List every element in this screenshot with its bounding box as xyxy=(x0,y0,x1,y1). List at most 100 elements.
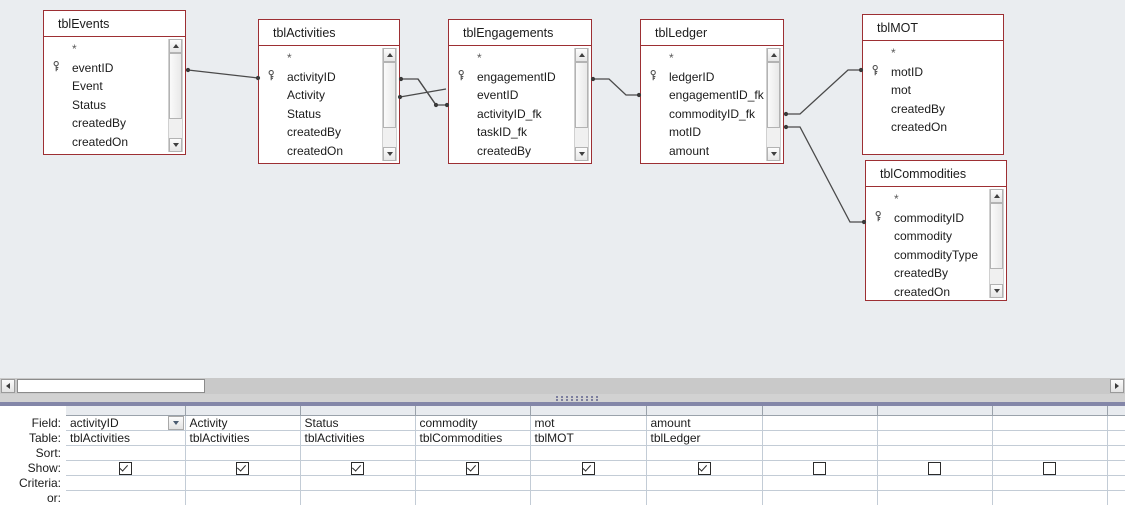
scroll-up-button[interactable] xyxy=(990,189,1003,203)
table-cell[interactable] xyxy=(992,430,1108,446)
field-row[interactable]: * xyxy=(449,49,572,68)
field-cell[interactable]: amount xyxy=(646,415,763,431)
field-row[interactable]: motID xyxy=(641,123,764,142)
field-row[interactable]: commodityType xyxy=(866,246,987,265)
scroll-up-button[interactable] xyxy=(383,48,396,62)
show-checkbox-cell[interactable] xyxy=(762,460,878,476)
field-cell[interactable] xyxy=(877,415,993,431)
show-checkbox[interactable] xyxy=(697,461,711,475)
field-list-scrollbar[interactable] xyxy=(766,48,781,161)
grid-column-selector[interactable] xyxy=(185,406,301,416)
table-cell[interactable]: tblActivities xyxy=(300,430,416,446)
field-row[interactable]: createdOn xyxy=(866,283,987,301)
join-events-engagements[interactable] xyxy=(187,69,259,79)
criteria-cell[interactable] xyxy=(185,475,301,491)
field-row[interactable]: Status xyxy=(44,96,166,115)
field-row[interactable]: engagementID xyxy=(449,68,572,87)
field-row[interactable]: createdBy xyxy=(44,114,166,133)
join-ledger-mot[interactable] xyxy=(786,69,861,115)
field-row[interactable]: amount xyxy=(641,142,764,161)
grid-column-selector[interactable] xyxy=(1107,406,1125,416)
field-row[interactable]: commodityID xyxy=(866,209,987,228)
field-row[interactable]: createdBy xyxy=(449,142,572,161)
join-activities-engagements-2[interactable] xyxy=(399,78,447,106)
table-cell[interactable]: tblMOT xyxy=(530,430,647,446)
criteria-cell[interactable] xyxy=(300,475,416,491)
vertical-scrollbar-thumb[interactable] xyxy=(990,203,1003,269)
scroll-up-button[interactable] xyxy=(575,48,588,62)
show-checkbox-cell[interactable] xyxy=(66,460,186,476)
field-row[interactable]: createdBy xyxy=(863,100,1003,119)
field-cell[interactable]: Activity xyxy=(185,415,301,431)
field-row[interactable]: createdOn xyxy=(259,142,380,161)
grid-column-selector[interactable] xyxy=(992,406,1108,416)
field-row[interactable]: Status xyxy=(259,105,380,124)
field-dropdown-button[interactable] xyxy=(167,415,184,429)
field-row[interactable]: engagementID_fk xyxy=(641,86,764,105)
or-cell[interactable] xyxy=(877,490,993,505)
show-checkbox-cell[interactable] xyxy=(415,460,531,476)
horizontal-scrollbar-thumb[interactable] xyxy=(17,379,205,393)
sort-cell[interactable] xyxy=(185,445,301,461)
scroll-down-button[interactable] xyxy=(990,284,1003,298)
show-checkbox[interactable] xyxy=(118,461,132,475)
show-checkbox-cell[interactable] xyxy=(185,460,301,476)
field-cell[interactable] xyxy=(992,415,1108,431)
table-title[interactable]: tblEngagements xyxy=(449,20,591,46)
field-row[interactable]: Activity xyxy=(259,86,380,105)
show-checkbox-cell[interactable] xyxy=(1107,460,1125,476)
scroll-down-button[interactable] xyxy=(169,138,182,152)
show-checkbox[interactable] xyxy=(236,461,249,475)
show-checkbox-cell[interactable] xyxy=(300,460,416,476)
sort-cell[interactable] xyxy=(762,445,878,461)
criteria-cell[interactable] xyxy=(877,475,993,491)
vertical-scrollbar-thumb[interactable] xyxy=(575,62,588,128)
criteria-cell[interactable] xyxy=(992,475,1108,491)
grid-column-selector[interactable] xyxy=(300,406,416,416)
field-row[interactable]: * xyxy=(44,40,166,59)
field-row[interactable]: Event xyxy=(44,77,166,96)
field-cell[interactable] xyxy=(1107,415,1125,431)
table-cell[interactable] xyxy=(762,430,878,446)
table-title[interactable]: tblLedger xyxy=(641,20,783,46)
diagram-horizontal-scrollbar[interactable] xyxy=(0,378,1125,394)
table-title[interactable]: tblMOT xyxy=(863,15,1003,41)
field-row[interactable]: mot xyxy=(863,81,1003,100)
or-cell[interactable] xyxy=(1107,490,1125,505)
field-row[interactable]: * xyxy=(641,49,764,68)
sort-cell[interactable] xyxy=(415,445,531,461)
criteria-cell[interactable] xyxy=(1107,475,1125,491)
or-cell[interactable] xyxy=(185,490,301,505)
show-checkbox[interactable] xyxy=(581,461,595,475)
field-row[interactable]: * xyxy=(259,49,380,68)
field-row[interactable]: eventID xyxy=(449,86,572,105)
field-list-scrollbar[interactable] xyxy=(382,48,397,161)
field-row[interactable]: taskID_fk xyxy=(449,123,572,142)
criteria-cell[interactable] xyxy=(762,475,878,491)
show-checkbox-cell[interactable] xyxy=(877,460,993,476)
table-cell[interactable] xyxy=(1107,430,1125,446)
show-checkbox[interactable] xyxy=(466,461,479,475)
pane-splitter[interactable] xyxy=(0,394,1125,404)
table-title[interactable]: tblActivities xyxy=(259,20,399,46)
criteria-cell[interactable] xyxy=(66,475,186,491)
scroll-up-button[interactable] xyxy=(169,39,182,53)
table-title[interactable]: tblEvents xyxy=(44,11,185,37)
field-row[interactable]: eventID xyxy=(44,59,166,78)
field-row[interactable]: * xyxy=(866,190,987,209)
table-cell[interactable]: tblCommodities xyxy=(415,430,531,446)
field-row[interactable]: commodityID_fk xyxy=(641,105,764,124)
sort-cell[interactable] xyxy=(300,445,416,461)
field-row[interactable]: createdBy xyxy=(259,123,380,142)
sort-cell[interactable] xyxy=(66,445,186,461)
field-cell[interactable]: activityID xyxy=(66,415,186,431)
criteria-cell[interactable] xyxy=(646,475,763,491)
field-row[interactable]: ledgerID xyxy=(641,68,764,87)
or-cell[interactable] xyxy=(992,490,1108,505)
scroll-up-button[interactable] xyxy=(767,48,780,62)
